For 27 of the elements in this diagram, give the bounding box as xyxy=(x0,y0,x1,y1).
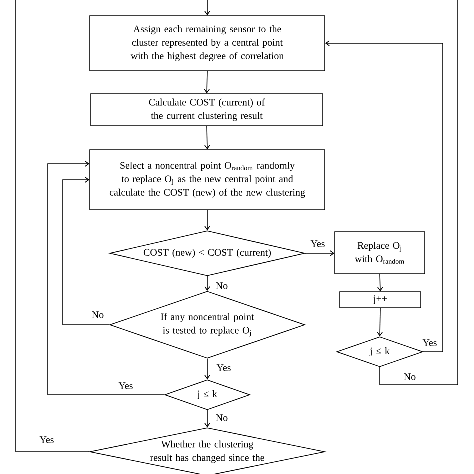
arrow xyxy=(305,250,335,256)
process-box: Assign each remaining sensor to the cluster represented by a central point with the highest degree of correlation xyxy=(90,16,326,72)
arrow xyxy=(325,40,444,352)
edge-label: No xyxy=(90,310,106,320)
edge-label: No xyxy=(214,282,230,290)
arrow xyxy=(204,276,210,292)
edge-label: No xyxy=(402,372,418,382)
arrow xyxy=(62,177,110,326)
edge-label: Yes xyxy=(310,240,326,248)
arrow xyxy=(204,126,210,150)
arrow xyxy=(377,274,384,292)
process-box: Calculate COST (current) of the current clustering result xyxy=(90,94,324,126)
edge-label: Yes xyxy=(38,436,56,444)
edge-label: No xyxy=(214,414,230,422)
arrow xyxy=(204,410,210,428)
arrow xyxy=(204,0,210,16)
arrow xyxy=(204,210,210,231)
arrow xyxy=(204,358,210,380)
edge-label: Yes xyxy=(118,382,134,390)
arrow xyxy=(204,71,210,94)
arrow xyxy=(377,308,383,337)
arrow xyxy=(48,161,165,396)
edge-label: Yes xyxy=(422,338,438,348)
edge-label: Yes xyxy=(216,364,232,372)
process-box: j++ xyxy=(340,292,422,308)
process-box: Replace O$_{j}$ with O$_{random}$ xyxy=(334,232,426,274)
process-box: Select a noncentral point O$_{random}$ randomly to replace O$_{j}$ as the new central point and calculate the COST (new) of the new clustering xyxy=(90,150,326,210)
